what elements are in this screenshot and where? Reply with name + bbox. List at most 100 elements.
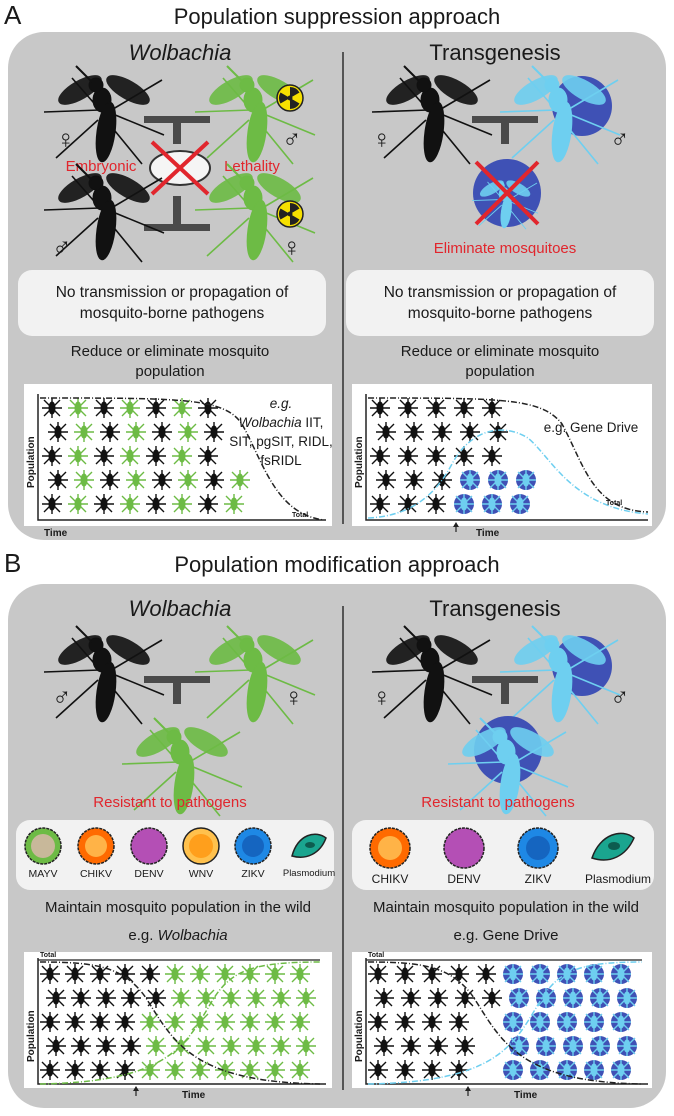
panel-b-right-offspring-mosquito-blue (447, 716, 569, 817)
panel-a-left-caption: Reduce or eliminate mosquito population (70, 343, 270, 380)
mosquito-mark (120, 987, 142, 1009)
panel-b-left-pathogen-box (16, 820, 334, 890)
mosquito-mark (164, 1059, 186, 1081)
example-prefix: e.g. (269, 396, 293, 411)
mosquito-mark (114, 1011, 136, 1033)
mosquito-mark (425, 493, 447, 515)
pathogen-icons-left (24, 827, 327, 865)
mosquito-mark (67, 397, 89, 419)
x-axis-label: Time (476, 528, 500, 539)
mosquito-mark (289, 1011, 311, 1033)
mosquito-mark (270, 987, 292, 1009)
mosquito-mark (295, 1035, 317, 1057)
mosquito-mark (403, 421, 425, 443)
mosquito-mark (93, 493, 115, 515)
mosquito-mark (214, 1059, 236, 1081)
mosquito-mark (431, 421, 453, 443)
mosquito-mark (89, 1059, 111, 1081)
pathogen-label: CHIKV (371, 872, 409, 886)
eliminated-mosquito-icon (471, 159, 541, 230)
mosquito-mark (229, 469, 251, 491)
panel-b-right-chart-mosquitoes (365, 958, 648, 1096)
mosquito-mark (616, 1035, 638, 1057)
mosquito-mark (189, 963, 211, 985)
mosquito-mark (264, 963, 286, 985)
total-label: Total (40, 952, 57, 959)
panel-b-right-caption: Maintain mosquito population in the wild (373, 899, 639, 916)
mosquito-mark (214, 963, 236, 985)
panel-a-right-mosquito-male-blue (499, 65, 621, 165)
mosquito-mark (373, 987, 395, 1009)
mosquito-mark (119, 493, 141, 515)
mosquito-mark (589, 987, 611, 1009)
x-axis-label: Time (514, 1090, 538, 1101)
mosquito-mark (171, 493, 193, 515)
mosquito-mark (397, 397, 419, 419)
mosquito-mark (39, 1011, 61, 1033)
mosquito-mark (535, 987, 557, 1009)
mosquito-mark (397, 445, 419, 467)
mosquito-mark (125, 421, 147, 443)
mosquito-mark (453, 397, 475, 419)
mosquito-mark (589, 1035, 611, 1057)
mosquito-mark (245, 987, 267, 1009)
y-axis-label: Population (354, 436, 365, 488)
mosquito-mark (610, 963, 632, 985)
radiation-icon (276, 84, 304, 112)
mosquito-mark (508, 1035, 530, 1057)
mosquito-mark (459, 421, 481, 443)
mosquito-mark (453, 493, 475, 515)
mosquito-mark (375, 469, 397, 491)
mosquito-mark (535, 1035, 557, 1057)
total-label: Total (606, 500, 623, 507)
plasmodium-icon (291, 833, 327, 858)
mosquito-mark (475, 963, 497, 985)
resistant-to-pathogens-label: Resistant to pathogens (93, 794, 247, 811)
panel-a-right-caption: Reduce or eliminate mosquito population (400, 343, 600, 380)
mosquito-mark (114, 963, 136, 985)
mosquito-mark (119, 445, 141, 467)
mosquito-mark (502, 963, 524, 985)
female-symbol: ♀ (56, 124, 76, 154)
mosquito-mark (427, 1035, 449, 1057)
mosquito-mark (177, 469, 199, 491)
cross-inhibition-top-icon (144, 116, 210, 144)
panel-a-left-mosquito-male-bottom (43, 163, 165, 263)
mosquito-mark (400, 1035, 422, 1057)
panel-a-letter: A (4, 0, 22, 30)
mosquito-mark (67, 445, 89, 467)
denv-icon (443, 827, 485, 869)
mosquito-mark (195, 1035, 217, 1057)
mosquito-mark (610, 1059, 632, 1081)
mosquito-mark (245, 1035, 267, 1057)
mosquito-mark (64, 1059, 86, 1081)
female-symbol: ♀ (282, 232, 302, 262)
resistant-to-pathogens-label: Resistant to pathogens (421, 794, 575, 811)
panel-a-left-chart-mosquitoes (37, 394, 326, 521)
mosquito-mark (502, 1011, 524, 1033)
mosquito-mark (367, 1011, 389, 1033)
panel-b-left-example: e.g. Wolbachia (18, 926, 338, 946)
mosquito-mark (448, 1011, 470, 1033)
mosquito-mark (164, 963, 186, 985)
mosquito-mark (67, 493, 89, 515)
mosquito-mark (562, 1035, 584, 1057)
panel-b-right-mosquito-male-blue (499, 625, 621, 725)
female-symbol: ♀ (284, 682, 304, 712)
mosquito-mark (45, 987, 67, 1009)
y-axis-label: Population (26, 1010, 37, 1062)
male-symbol: ♂ (52, 232, 72, 262)
mosquito-mark (400, 987, 422, 1009)
cross-inhibition-icon (144, 676, 210, 704)
panel-a-right-outcome-box: No transmission or propagation of mosqui… (346, 270, 654, 336)
mosquito-mark (454, 1035, 476, 1057)
mosquito-mark (515, 469, 537, 491)
mayv-icon (24, 827, 62, 865)
mosquito-mark (425, 397, 447, 419)
mosquito-mark (264, 1011, 286, 1033)
mosquito-mark (197, 445, 219, 467)
pathogen-icons-right (369, 827, 635, 869)
mosquito-mark (145, 1035, 167, 1057)
mosquito-mark (99, 469, 121, 491)
mosquito-mark (220, 1035, 242, 1057)
